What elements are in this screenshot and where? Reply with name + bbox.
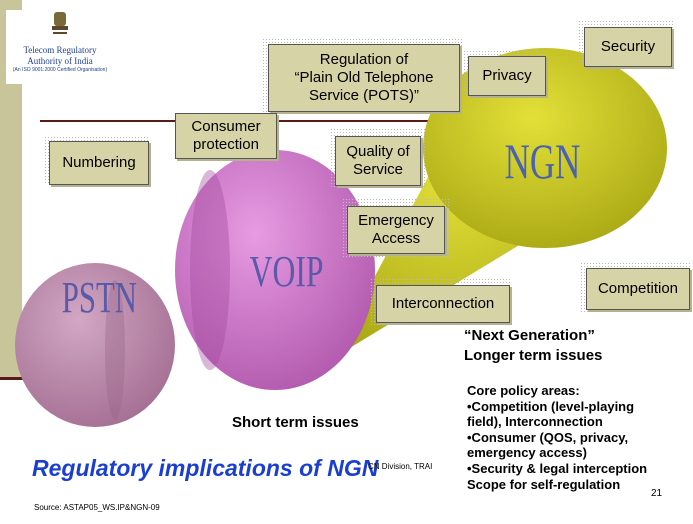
box-qos-line-2: Service bbox=[352, 161, 404, 178]
box-consumer-protection: Consumer protection bbox=[175, 113, 277, 159]
pstn-label: PSTN bbox=[62, 274, 137, 323]
box-quality-of-service: Quality of Service bbox=[335, 136, 421, 186]
page-number: 21 bbox=[651, 488, 663, 499]
bottom-divider-line bbox=[0, 377, 40, 380]
box-numbering: Numbering bbox=[49, 141, 149, 185]
box-privacy: Privacy bbox=[468, 56, 546, 96]
logo-line-2: Authority of India bbox=[27, 56, 93, 66]
box-emergency-access: Emergency Access bbox=[347, 206, 445, 254]
core-policy-item: •Security & legal interception bbox=[467, 460, 648, 476]
core-policy-item: Scope for self-regulation bbox=[467, 476, 621, 492]
box-privacy-label: Privacy bbox=[482, 67, 532, 84]
logo-line-3: (An ISO 9001:2000 Certified Organisation… bbox=[12, 67, 108, 73]
short-term-issues: Short term issues bbox=[232, 414, 359, 431]
footer-division: CN Division, TRAI bbox=[368, 462, 433, 471]
box-security: Security bbox=[584, 27, 672, 67]
pstn-ellipse bbox=[15, 263, 175, 427]
voip-ellipse bbox=[175, 150, 375, 390]
next-generation-line-2: Longer term issues bbox=[464, 347, 603, 364]
source-note: Source: ASTAP05_WS.IP&NGN-09 bbox=[34, 503, 160, 512]
box-interconnection: Interconnection bbox=[376, 285, 510, 323]
core-policy-item: emergency access) bbox=[467, 445, 587, 461]
ngn-label: NGN bbox=[505, 135, 581, 189]
box-regulation-line-2: “Plain Old Telephone bbox=[294, 69, 434, 86]
core-policy-heading: Core policy areas: bbox=[467, 383, 580, 398]
voip-ellipse-shadow bbox=[190, 170, 230, 370]
box-consumer-line-2: protection bbox=[193, 136, 259, 153]
box-regulation-line-3: Service (POTS)” bbox=[308, 87, 419, 104]
pstn-ellipse-shadow bbox=[105, 280, 125, 420]
box-consumer-line-1: Consumer bbox=[191, 118, 261, 135]
voip-label: VOIP bbox=[250, 248, 324, 296]
box-regulation-pots: Regulation of “Plain Old Telephone Servi… bbox=[268, 44, 460, 112]
next-generation-line-1: “Next Generation” bbox=[464, 327, 595, 344]
box-emergency-line-2: Access bbox=[371, 230, 421, 247]
box-qos-line-1: Quality of bbox=[346, 143, 410, 160]
logo-line-1: Telecom Regulatory bbox=[23, 45, 97, 55]
next-generation-note: “Next Generation” Longer term issues bbox=[464, 326, 602, 366]
box-security-label: Security bbox=[600, 38, 656, 55]
box-emergency-line-1: Emergency bbox=[358, 212, 434, 229]
ngn-ellipse bbox=[423, 48, 667, 248]
box-competition: Competition bbox=[586, 268, 690, 310]
box-numbering-label: Numbering bbox=[62, 154, 136, 171]
core-policy-list: Core policy areas: •Competition (level-p… bbox=[467, 383, 647, 492]
core-policy-item: field), Interconnection bbox=[467, 414, 603, 430]
core-policy-item: •Consumer (QOS, privacy, bbox=[467, 429, 629, 445]
left-accent-strip bbox=[0, 0, 22, 380]
box-interconnection-label: Interconnection bbox=[391, 295, 495, 312]
box-regulation-line-1: Regulation of bbox=[319, 51, 409, 68]
core-policy-item: •Competition (level-playing bbox=[467, 398, 635, 414]
box-competition-label: Competition bbox=[597, 280, 679, 297]
national-emblem-icon bbox=[52, 12, 68, 34]
trai-logo: Telecom Regulatory Authority of India (A… bbox=[6, 10, 114, 84]
slide-title: Regulatory implications of NGN bbox=[32, 455, 379, 481]
